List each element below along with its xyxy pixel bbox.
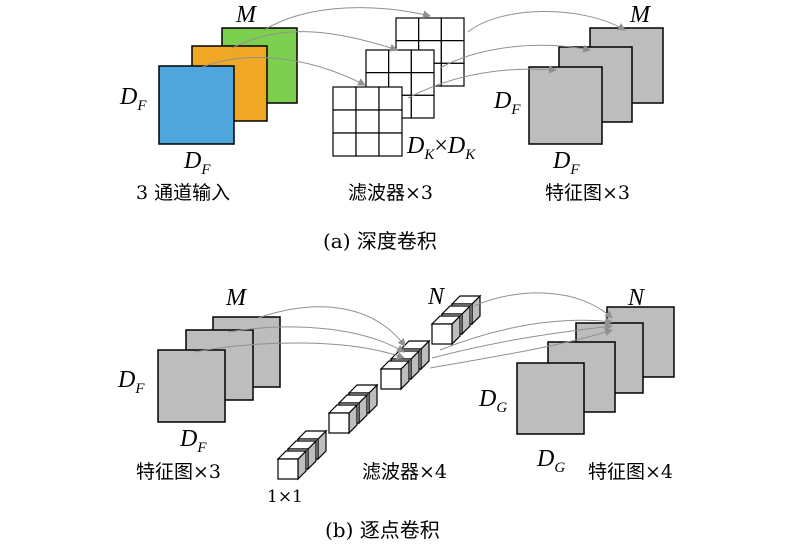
arrow-input-to-filter-3 <box>199 57 366 86</box>
pw-output-height-label: DG <box>478 386 507 416</box>
pointwise-section: M DF DF 特征图×3 N 1×1 滤波器×4 N DG DG 特征图×4 … <box>117 284 675 542</box>
pw-output-width-label: DG <box>536 446 565 476</box>
filter-cell <box>355 86 380 111</box>
pw-input-height-label: DF <box>117 367 145 397</box>
arrow-filter-to-output-3 <box>407 65 557 99</box>
pw-arrow-in-2 <box>227 326 405 353</box>
filter-size-label: DK×DK <box>406 133 476 163</box>
filter-cell <box>410 49 435 74</box>
filter-grid-front <box>332 86 403 157</box>
filter-cell <box>410 72 435 96</box>
arrow-filter-to-output-1 <box>467 11 626 33</box>
pointwise-caption: (b) 逐点卷积 <box>325 518 440 542</box>
pw-arrow-out-2 <box>439 317 613 351</box>
filter-cell <box>378 109 403 134</box>
filter-stack-1x1 <box>327 383 379 435</box>
output-map-front <box>528 66 603 145</box>
filter-cell <box>365 49 390 74</box>
pw-arrow-in-1 <box>257 306 406 347</box>
pw-input-caption: 特征图×3 <box>136 461 221 483</box>
input-channels-label: M <box>235 2 258 28</box>
pw-filter-caption: 滤波器×4 <box>362 461 447 483</box>
input-height-label: DF <box>119 84 147 114</box>
input-caption: 3 通道输入 <box>136 182 230 204</box>
filter-cell <box>440 40 465 64</box>
filter-stack-1x1 <box>430 294 482 346</box>
filter-cube <box>277 458 299 480</box>
filter-caption: 滤波器×3 <box>348 182 433 204</box>
filter-cell <box>440 17 465 42</box>
pw-output-caption: 特征图×4 <box>588 461 673 483</box>
pw-filter-count-label: N <box>427 284 446 310</box>
pw-output-map-4 <box>516 362 585 435</box>
filter-cell <box>355 132 380 157</box>
pw-filter-stacks <box>276 294 482 481</box>
pw-input-width-label: DF <box>179 426 207 456</box>
filter-cell <box>410 94 435 119</box>
filter-stack-1x1 <box>276 429 328 481</box>
pw-arrow-out-4 <box>429 328 613 369</box>
filter-cube <box>328 412 350 434</box>
pw-arrow-out-3 <box>431 322 613 359</box>
pw-input-channels-label: M <box>225 285 248 311</box>
filter-cell <box>378 132 403 157</box>
pw-output-channels-label: N <box>627 285 646 311</box>
filter-cell <box>332 86 357 111</box>
pw-arrow-out-1 <box>473 292 613 319</box>
filter-cell <box>332 132 357 157</box>
output-height-label: DF <box>493 88 521 118</box>
filter-cell <box>395 17 420 42</box>
arrow-input-to-filter-1 <box>263 7 431 31</box>
pw-filter-size-label: 1×1 <box>267 487 303 507</box>
filter-cell <box>388 49 412 74</box>
filter-cell <box>355 109 380 134</box>
arrow-input-to-filter-2 <box>231 31 398 52</box>
filter-cube <box>380 368 402 390</box>
input-width-label: DF <box>183 148 211 178</box>
depthwise-section: M DF DF 3 通道输入 DK×DK 滤波器×3 M DF DF 特征图×3… <box>119 2 664 253</box>
filter-cell <box>332 109 357 134</box>
output-width-label: DF <box>552 148 580 178</box>
pw-arrow-in-3 <box>193 342 405 360</box>
filter-cell <box>378 86 403 111</box>
input-channel-blue <box>158 65 235 145</box>
arrow-filter-to-output-2 <box>439 44 591 69</box>
filter-stack-1x1 <box>379 339 431 391</box>
filter-cube <box>431 323 453 345</box>
filter-cell <box>440 62 465 87</box>
filter-cell <box>418 17 442 42</box>
pw-input-map-front <box>157 349 226 423</box>
output-channels-label: M <box>629 2 652 28</box>
output-caption: 特征图×3 <box>545 182 630 204</box>
depthwise-caption: (a) 深度卷积 <box>323 229 437 253</box>
